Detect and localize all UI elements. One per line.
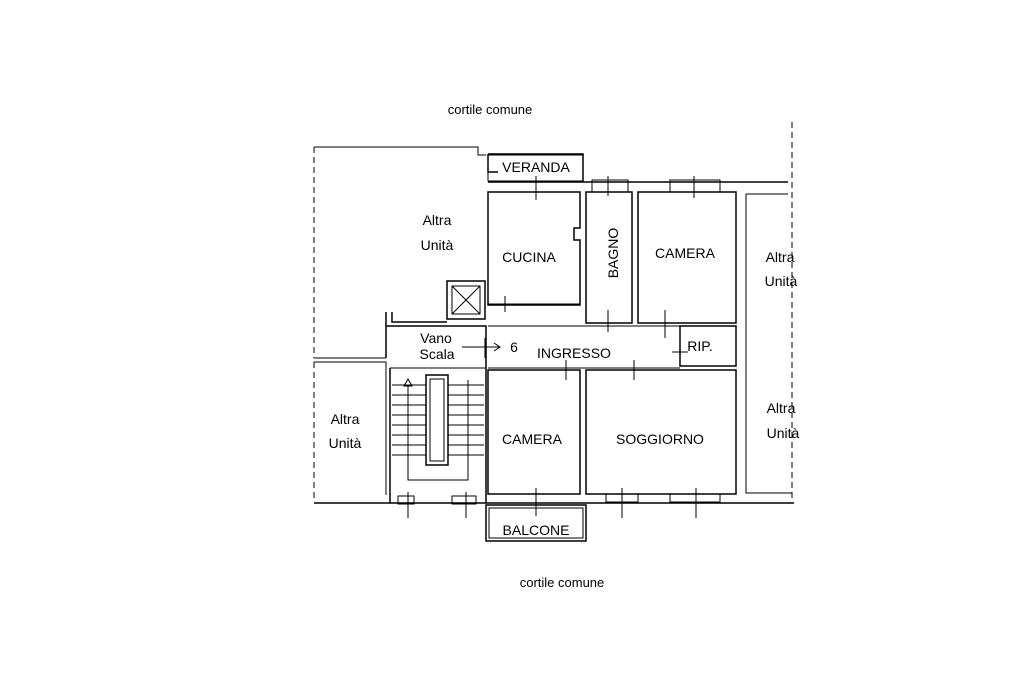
stairwell: Vano Scala 6 <box>385 312 518 503</box>
veranda-label: VERANDA <box>502 159 570 175</box>
courtyard-top-label: cortile comune <box>448 102 533 117</box>
other-unit-left-bottom <box>313 361 387 500</box>
room-ingresso: INGRESSO <box>488 325 680 369</box>
vano-label-line1: Vano <box>420 330 452 346</box>
bagno-label: BAGNO <box>605 228 621 279</box>
ingresso-label: INGRESSO <box>537 345 611 361</box>
unit-bottom-left-line2: Unità <box>329 435 362 451</box>
unit-top-left-line1: Altra <box>423 212 452 228</box>
room-bagno: BAGNO <box>585 176 633 332</box>
cucina-label: CUCINA <box>502 249 556 265</box>
room-camera-top: CAMERA <box>637 176 737 338</box>
lift-shaft <box>446 280 486 320</box>
unit-right-bottom-line2: Unità <box>767 425 800 441</box>
vano-label-line2: Scala <box>419 346 454 362</box>
balcone-label: BALCONE <box>503 522 570 538</box>
room-camera-bottom: CAMERA <box>487 360 581 516</box>
unit-right-top-line2: Unità <box>765 273 798 289</box>
room-soggiorno: SOGGIORNO <box>585 360 737 518</box>
balcone: BALCONE <box>485 504 587 542</box>
camera-top-label: CAMERA <box>655 245 716 261</box>
step-count: 6 <box>510 339 518 355</box>
courtyard-bottom-label: cortile comune <box>520 575 605 590</box>
room-cucina: CUCINA <box>487 176 581 312</box>
unit-bottom-left-line1: Altra <box>331 411 360 427</box>
camera-bottom-label: CAMERA <box>502 431 563 447</box>
soggiorno-label: SOGGIORNO <box>616 431 704 447</box>
unit-top-left-line2: Unità <box>421 237 454 253</box>
rip-label: RIP. <box>687 338 712 354</box>
other-unit-right <box>745 122 793 500</box>
staircase <box>392 374 484 518</box>
room-rip: RIP. <box>672 325 737 367</box>
unit-right-bottom-line1: Altra <box>767 400 796 416</box>
unit-right-top-line1: Altra <box>766 249 795 265</box>
other-unit-left-top <box>313 146 486 359</box>
